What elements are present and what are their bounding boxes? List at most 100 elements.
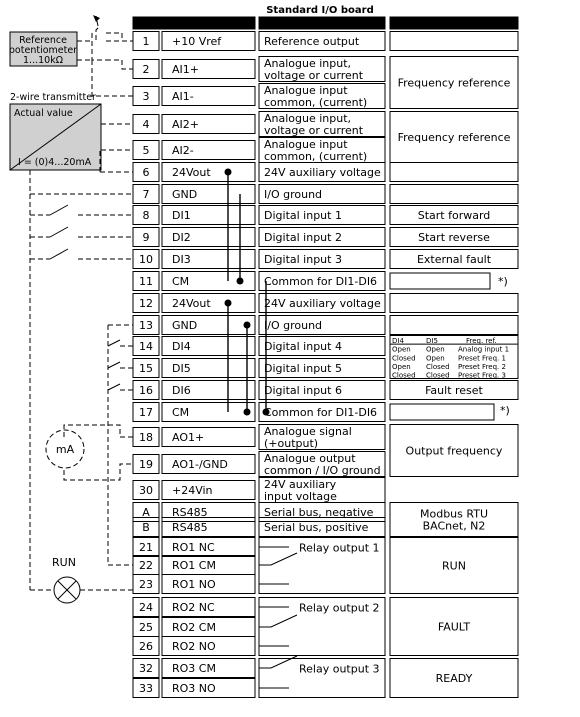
- signal-label: Analogue input,: [264, 112, 351, 125]
- terminal-header-cell: [132, 16, 256, 30]
- terminal-name: AI1+: [172, 63, 199, 76]
- di-table-cell: Closed: [392, 354, 416, 362]
- terminal-number: 32: [139, 662, 153, 675]
- terminal-number: A: [142, 506, 150, 519]
- lamp-label: RUN: [52, 556, 76, 569]
- terminal-number: 26: [139, 640, 153, 653]
- terminal-name-cell: [161, 293, 256, 313]
- terminal-name: DI2: [172, 231, 191, 244]
- pot-wiper: [95, 25, 101, 40]
- signal-cell: [258, 502, 386, 522]
- footnote-box: [389, 403, 495, 421]
- relay-switch-arm: [259, 552, 298, 566]
- terminal-number: 13: [139, 319, 153, 332]
- switch-contact: [107, 361, 121, 369]
- terminal-name-cell: [161, 249, 256, 269]
- description-cell: [389, 502, 519, 537]
- terminal-number-cell: [132, 678, 160, 698]
- signal-cell: [258, 451, 386, 477]
- signal-label: I/O ground: [264, 319, 322, 332]
- terminal-name: RO2 CM: [172, 621, 216, 634]
- transmitter-diagonal: [9, 103, 102, 171]
- signal-label: Digital input 2: [264, 231, 342, 244]
- empty-description-cell: [389, 293, 519, 313]
- signal-cell: [258, 402, 386, 422]
- terminal-name: DI5: [172, 362, 191, 375]
- signal-label: Reference output: [264, 35, 360, 48]
- signal-label: Analogue input: [264, 84, 348, 97]
- switch-contact: [49, 226, 69, 238]
- terminal-name: RO3 NO: [172, 682, 216, 695]
- signal-cell: [258, 227, 386, 247]
- terminal-number-cell: [132, 454, 160, 474]
- signal-label: Common for DI1-DI6: [264, 275, 377, 288]
- signal-cell: [258, 424, 386, 450]
- signal-label: Analogue output: [264, 452, 356, 465]
- terminal-number: 23: [139, 578, 153, 591]
- terminal-number-cell: [132, 227, 160, 247]
- signal-label: Analogue input: [264, 138, 348, 151]
- signal-label: Serial bus, negative: [264, 506, 374, 519]
- terminal-number-cell: [132, 249, 160, 269]
- terminal-name: DI4: [172, 340, 191, 353]
- transmitter-title: 2-wire transmitter: [10, 92, 96, 103]
- terminal-name-cell: [161, 358, 256, 378]
- terminal-number-cell: [132, 517, 160, 537]
- terminal-number: 9: [143, 231, 150, 244]
- description-label: RUN: [442, 560, 466, 573]
- terminal-number: 8: [143, 209, 150, 222]
- terminal-name-cell: [161, 636, 256, 656]
- di-table-cell: Closed: [392, 372, 416, 380]
- signal-label: Analogue input,: [264, 57, 351, 70]
- description-label: Modbus RTU: [420, 508, 488, 521]
- description-cell: [389, 597, 519, 656]
- terminal-name: RO3 CM: [172, 662, 216, 675]
- milliamp-meter: [45, 429, 85, 469]
- terminal-name: RS485: [172, 506, 208, 519]
- description-label: READY: [436, 672, 473, 685]
- description-label: BACnet, N2: [423, 520, 486, 533]
- empty-description-cell: [389, 162, 519, 182]
- terminal-name: RO2 NO: [172, 640, 216, 653]
- terminal-name: RO1 NC: [172, 541, 215, 554]
- terminal-name: CM: [172, 406, 189, 419]
- terminal-name-cell: [161, 402, 256, 422]
- terminal-name-cell: [161, 537, 256, 557]
- terminal-number-cell: [132, 636, 160, 656]
- terminal-number: 16: [139, 384, 153, 397]
- terminal-name: AI1-: [172, 90, 194, 103]
- terminal-name: RO1 CM: [172, 559, 216, 572]
- terminal-name: RO1 NO: [172, 578, 216, 591]
- terminal-number: 5: [143, 144, 150, 157]
- relay-label: Relay output 2: [299, 602, 380, 615]
- description-label: Frequency reference: [398, 131, 511, 144]
- terminal-number-cell: [132, 271, 160, 291]
- terminal-number: 33: [139, 682, 153, 695]
- potentiometer-box: [9, 31, 78, 67]
- switch-contact: [107, 383, 121, 391]
- pot-wire: [91, 33, 106, 61]
- junction-dot: [236, 277, 244, 285]
- terminal-name-cell: [161, 227, 256, 247]
- signal-label: common, (current): [264, 96, 367, 109]
- description-cell: [389, 205, 519, 225]
- terminal-name: DI1: [172, 209, 191, 222]
- terminal-name-cell: [161, 678, 256, 698]
- terminal-number-cell: [132, 597, 160, 617]
- signal-label: voltage or current: [264, 69, 364, 82]
- description-label: Frequency reference: [398, 77, 511, 90]
- terminal-name-cell: [161, 380, 256, 400]
- footnote-box: [389, 272, 491, 290]
- terminal-name: AI2+: [172, 118, 199, 131]
- signal-cell: [258, 517, 386, 537]
- terminal-name: +10 Vref: [172, 35, 222, 48]
- pot-label: Reference: [19, 35, 67, 46]
- terminal-number: 25: [139, 621, 153, 634]
- description-cell: [389, 537, 519, 594]
- description-cell: [389, 249, 519, 269]
- terminal-name-cell: [161, 315, 256, 335]
- terminal-name: CM: [172, 275, 189, 288]
- di-table-header: DI5: [426, 337, 438, 345]
- terminal-number-cell: [132, 658, 160, 678]
